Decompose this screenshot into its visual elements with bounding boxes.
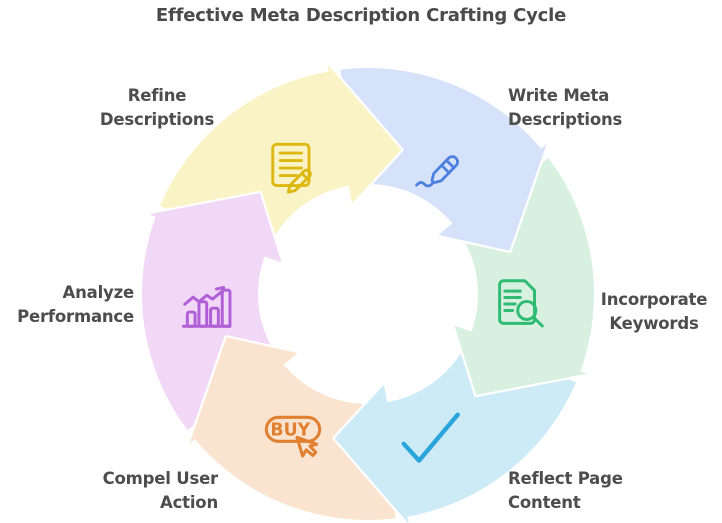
step-label-line: Incorporate [600, 290, 708, 309]
buy-text: BUY [270, 420, 310, 440]
buy-click-icon: BUY [264, 415, 322, 458]
step-label-line: Refine [127, 86, 187, 105]
note-pencil-icon [271, 142, 312, 194]
step-label-line: Keywords [609, 314, 699, 333]
step-label-line: Compel User [102, 469, 219, 488]
step-label-line: Action [160, 493, 218, 512]
pen-signature-icon [415, 155, 459, 188]
document-search-icon [498, 279, 544, 328]
step-label-line: Performance [17, 307, 134, 326]
bar-chart-growth-icon [181, 286, 232, 328]
step-label-line: Descriptions [508, 110, 623, 129]
step-label-line: Analyze [62, 283, 135, 302]
step-label-line: Content [508, 493, 581, 512]
segment-write-meta-descriptions [338, 65, 549, 253]
checkmark-icon [401, 412, 460, 463]
diagram-title: Effective Meta Description Crafting Cycl… [155, 5, 567, 26]
step-label-line: Reflect Page [508, 469, 623, 488]
segment-compel-user-action [187, 335, 398, 523]
step-label-line: Descriptions [99, 110, 215, 129]
step-label-line: Write Meta [508, 86, 610, 105]
